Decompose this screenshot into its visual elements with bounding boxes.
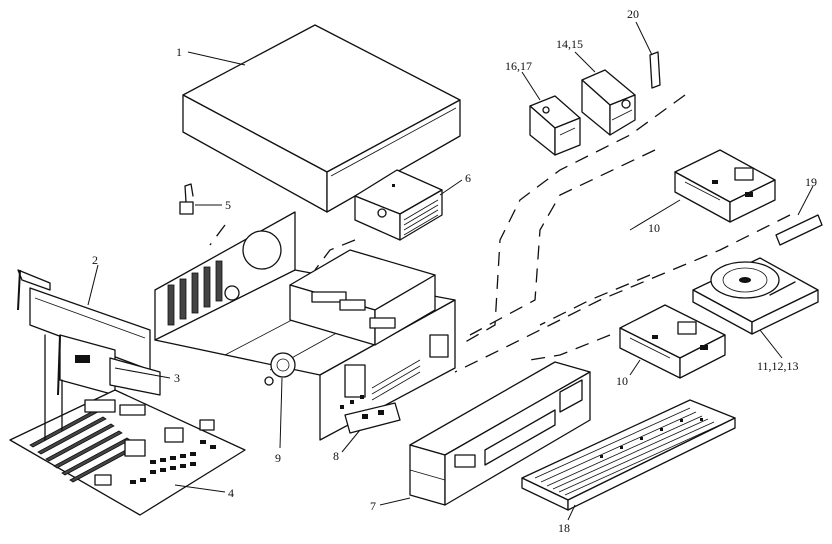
power-supply: [354, 169, 443, 241]
top-cover: [182, 24, 461, 213]
drive-unit-14-15: [581, 69, 636, 136]
callout-20: 20: [627, 7, 639, 21]
callout-3: 3: [174, 371, 180, 385]
adapter-card-full: [17, 269, 151, 371]
drive-carrier-16-17: [529, 95, 581, 156]
filler-plate: [775, 214, 823, 246]
callout-10-upper: 10: [648, 221, 660, 235]
leader-lines: [87, 21, 814, 521]
callout-18: 18: [558, 521, 570, 535]
floppy-drive-lower: [619, 304, 726, 379]
callout-2: 2: [92, 253, 98, 267]
floppy-drive-upper: [674, 149, 776, 223]
callout-16-17: 16,17: [505, 59, 532, 73]
callout-labels: 1 2 3 4 5 6 7 8 9 10 10 11,12,13 14,15 1…: [92, 7, 817, 535]
callout-1: 1: [176, 45, 182, 59]
bezel-bracket: [344, 402, 401, 434]
callout-9: 9: [275, 451, 281, 465]
system-board: [9, 334, 246, 516]
front-bezel: [409, 361, 591, 506]
callout-4: 4: [228, 486, 234, 500]
adapter-card-half: [57, 334, 161, 396]
callout-5: 5: [225, 198, 231, 212]
small-bracket: [649, 51, 661, 89]
callout-11-12-13: 11,12,13: [757, 359, 799, 373]
callout-10-lower: 10: [616, 374, 628, 388]
callout-14-15: 14,15: [556, 37, 583, 51]
callout-8: 8: [333, 449, 339, 463]
callout-7: 7: [370, 499, 376, 513]
callout-6: 6: [465, 171, 471, 185]
switch-bracket: [179, 183, 194, 215]
callout-19: 19: [805, 175, 817, 189]
assembly-guide-lines: [209, 94, 791, 373]
chassis: [154, 211, 456, 441]
keyboard: [521, 399, 736, 511]
hard-disk-drive: [692, 257, 819, 335]
